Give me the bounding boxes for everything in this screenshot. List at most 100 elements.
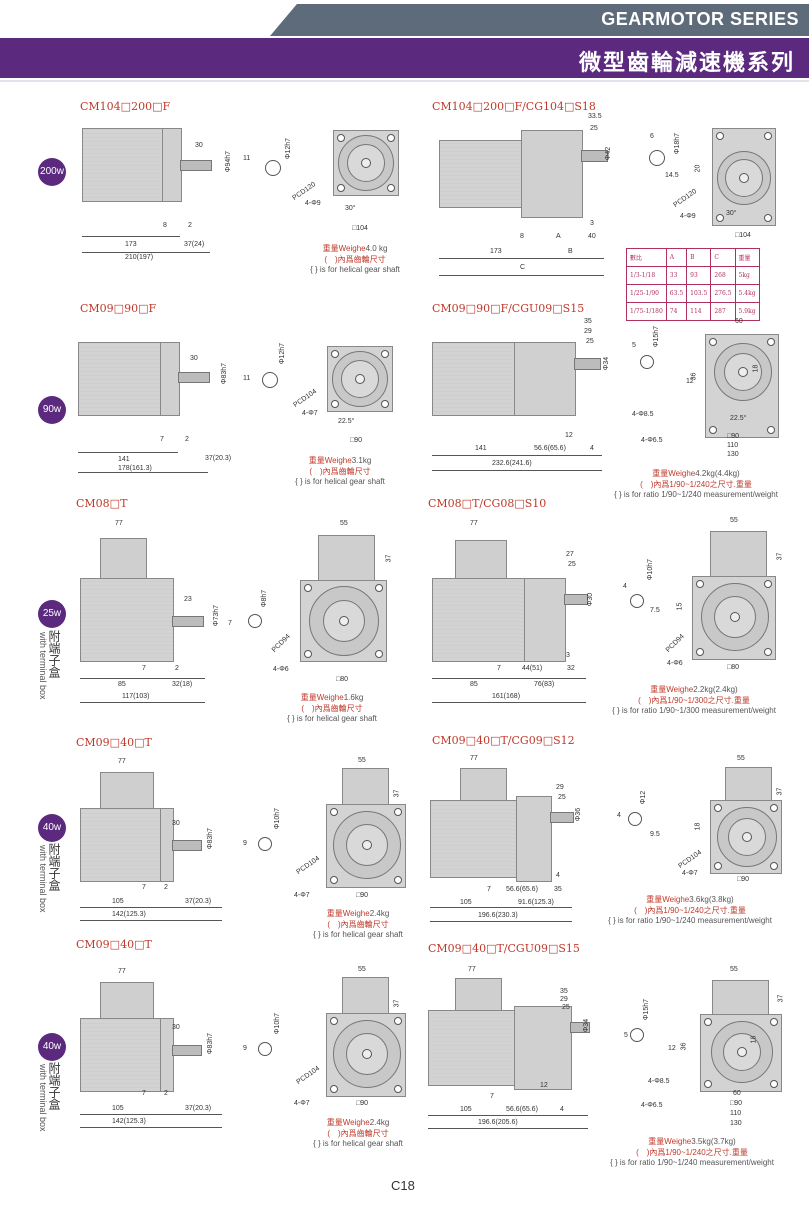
model-label: CM104□200□F	[80, 100, 171, 113]
shaft-end-view	[258, 837, 272, 851]
weight-block: 重量Weighe2.2kg(2.4kg) ( )內爲1/90~1/300之尺寸.…	[594, 684, 794, 715]
weight-block: 重量Weighe1.6kg ( )內爲齒輪尺寸 { } is for helic…	[282, 692, 382, 723]
flange-front-view	[327, 346, 393, 412]
weight-prefix: 重量Weighe	[326, 909, 370, 918]
gearbox-body	[514, 342, 576, 416]
dim: 2	[175, 665, 179, 672]
page-number: C18	[391, 1178, 415, 1193]
dim: 4-Φ9	[680, 213, 696, 220]
dim: 5	[632, 342, 636, 349]
dim: 35	[554, 886, 562, 893]
dim: 105	[460, 899, 472, 906]
weight-prefix: 重量Weighe	[648, 1137, 692, 1146]
dim: 7	[142, 884, 146, 891]
shaft-end-view	[262, 372, 278, 388]
dim: □90	[727, 433, 740, 440]
dim: 37	[385, 554, 393, 563]
dim: 30	[172, 820, 180, 827]
terminal-box	[318, 535, 375, 582]
dim: 55	[358, 966, 366, 973]
dim: 25	[568, 561, 576, 568]
output-shaft	[172, 1045, 202, 1056]
dim: □80	[727, 664, 740, 671]
dim: 4	[560, 1106, 564, 1113]
dim: 4-Φ6	[667, 660, 683, 667]
dim: Φ34	[583, 1018, 591, 1033]
dim: 130	[730, 1120, 742, 1127]
dim: 85	[118, 681, 126, 688]
dim: Φ42	[605, 146, 613, 161]
dim: 55	[340, 520, 348, 527]
dim: 11	[243, 155, 251, 162]
gearbox-front-view	[700, 1014, 782, 1092]
dim: 105	[112, 1105, 124, 1112]
dim: 142(125.3)	[112, 911, 146, 918]
terminal-box	[455, 540, 507, 580]
terminal-box	[100, 982, 154, 1020]
dim: 7	[487, 886, 491, 893]
helical-note-cn: ( )內爲齒輪尺寸	[327, 1129, 389, 1138]
motor-body	[432, 578, 526, 662]
weight-block: 重量Weighe3.6kg(3.8kg) ( )內爲1/90~1/240之尺寸.…	[590, 894, 790, 925]
motor-flange-side	[162, 128, 182, 202]
dim: 37(20.3)	[185, 898, 212, 905]
dim: 4-Φ7	[682, 870, 698, 877]
power-badge: 40w	[38, 1033, 66, 1061]
dim-line	[428, 1115, 588, 1116]
dim-line	[439, 258, 604, 259]
ratio-note-en: { } is for ratio 1/90~1/240 measurement/…	[610, 1158, 774, 1167]
table-cell: 1/3-1/18	[626, 266, 667, 285]
dim: 44(51)	[522, 665, 543, 672]
flange-front-view	[692, 576, 776, 660]
dim: B	[568, 248, 573, 255]
dim: 210(197)	[125, 254, 154, 261]
dim: 2	[164, 1090, 168, 1097]
power-badge: 40w	[38, 814, 66, 842]
ratio-note-cn: ( )內爲1/90~1/300之尺寸.重量	[638, 696, 750, 705]
dim: Φ15h7	[653, 325, 661, 348]
dim: 29	[560, 996, 568, 1003]
dim: Φ10h7	[274, 1012, 282, 1035]
helical-note-en: { } is for helical gear shaft	[313, 1139, 403, 1148]
dim: 30	[195, 142, 203, 149]
output-shaft	[570, 1022, 590, 1033]
ratio-note-en: { } is for ratio 1/90~1/300 measurement/…	[612, 706, 776, 715]
gearbox-body	[524, 578, 566, 662]
dim: 23	[184, 596, 192, 603]
dim: 105	[112, 898, 124, 905]
helical-note-en: { } is for helical gear shaft	[310, 265, 400, 274]
table-cell: 74	[665, 302, 688, 321]
dim: 4	[623, 583, 627, 590]
weight-prefix: 重量Weighe	[652, 469, 696, 478]
dim: 8	[163, 222, 167, 229]
dim: 4	[617, 812, 621, 819]
table-cell: 5.9kg	[734, 302, 760, 321]
terminal-box	[712, 980, 769, 1016]
dim: 37(20.3)	[205, 455, 232, 462]
power-badge: 90w	[38, 396, 66, 424]
dim: □104	[352, 225, 368, 232]
dim: 7	[142, 665, 146, 672]
power-badge: 25w	[38, 600, 66, 628]
header-purple-band	[0, 38, 809, 78]
terminal-box	[342, 977, 389, 1015]
dim: 77	[115, 520, 123, 527]
motor-body	[432, 342, 516, 416]
dim-line	[430, 921, 572, 922]
shaft-end-view	[640, 355, 654, 369]
terminal-box-label-en: with terminal box	[38, 1064, 48, 1132]
output-shaft	[574, 358, 601, 370]
dim: 11	[243, 375, 251, 382]
flange-front-view	[326, 804, 406, 888]
dim: 105	[460, 1106, 472, 1113]
dim: 4-Φ6	[273, 666, 289, 673]
dim-line	[78, 452, 178, 453]
output-shaft	[178, 372, 210, 383]
terminal-box-label-cn: 附端子盒	[47, 630, 61, 678]
output-shaft	[550, 812, 574, 823]
dim: 27	[566, 551, 574, 558]
dim: 2	[185, 436, 189, 443]
terminal-box	[710, 531, 767, 578]
dim: 12	[565, 432, 573, 439]
ratio-note-en: { } is for ratio 1/90~1/240 measurement/…	[614, 490, 778, 499]
